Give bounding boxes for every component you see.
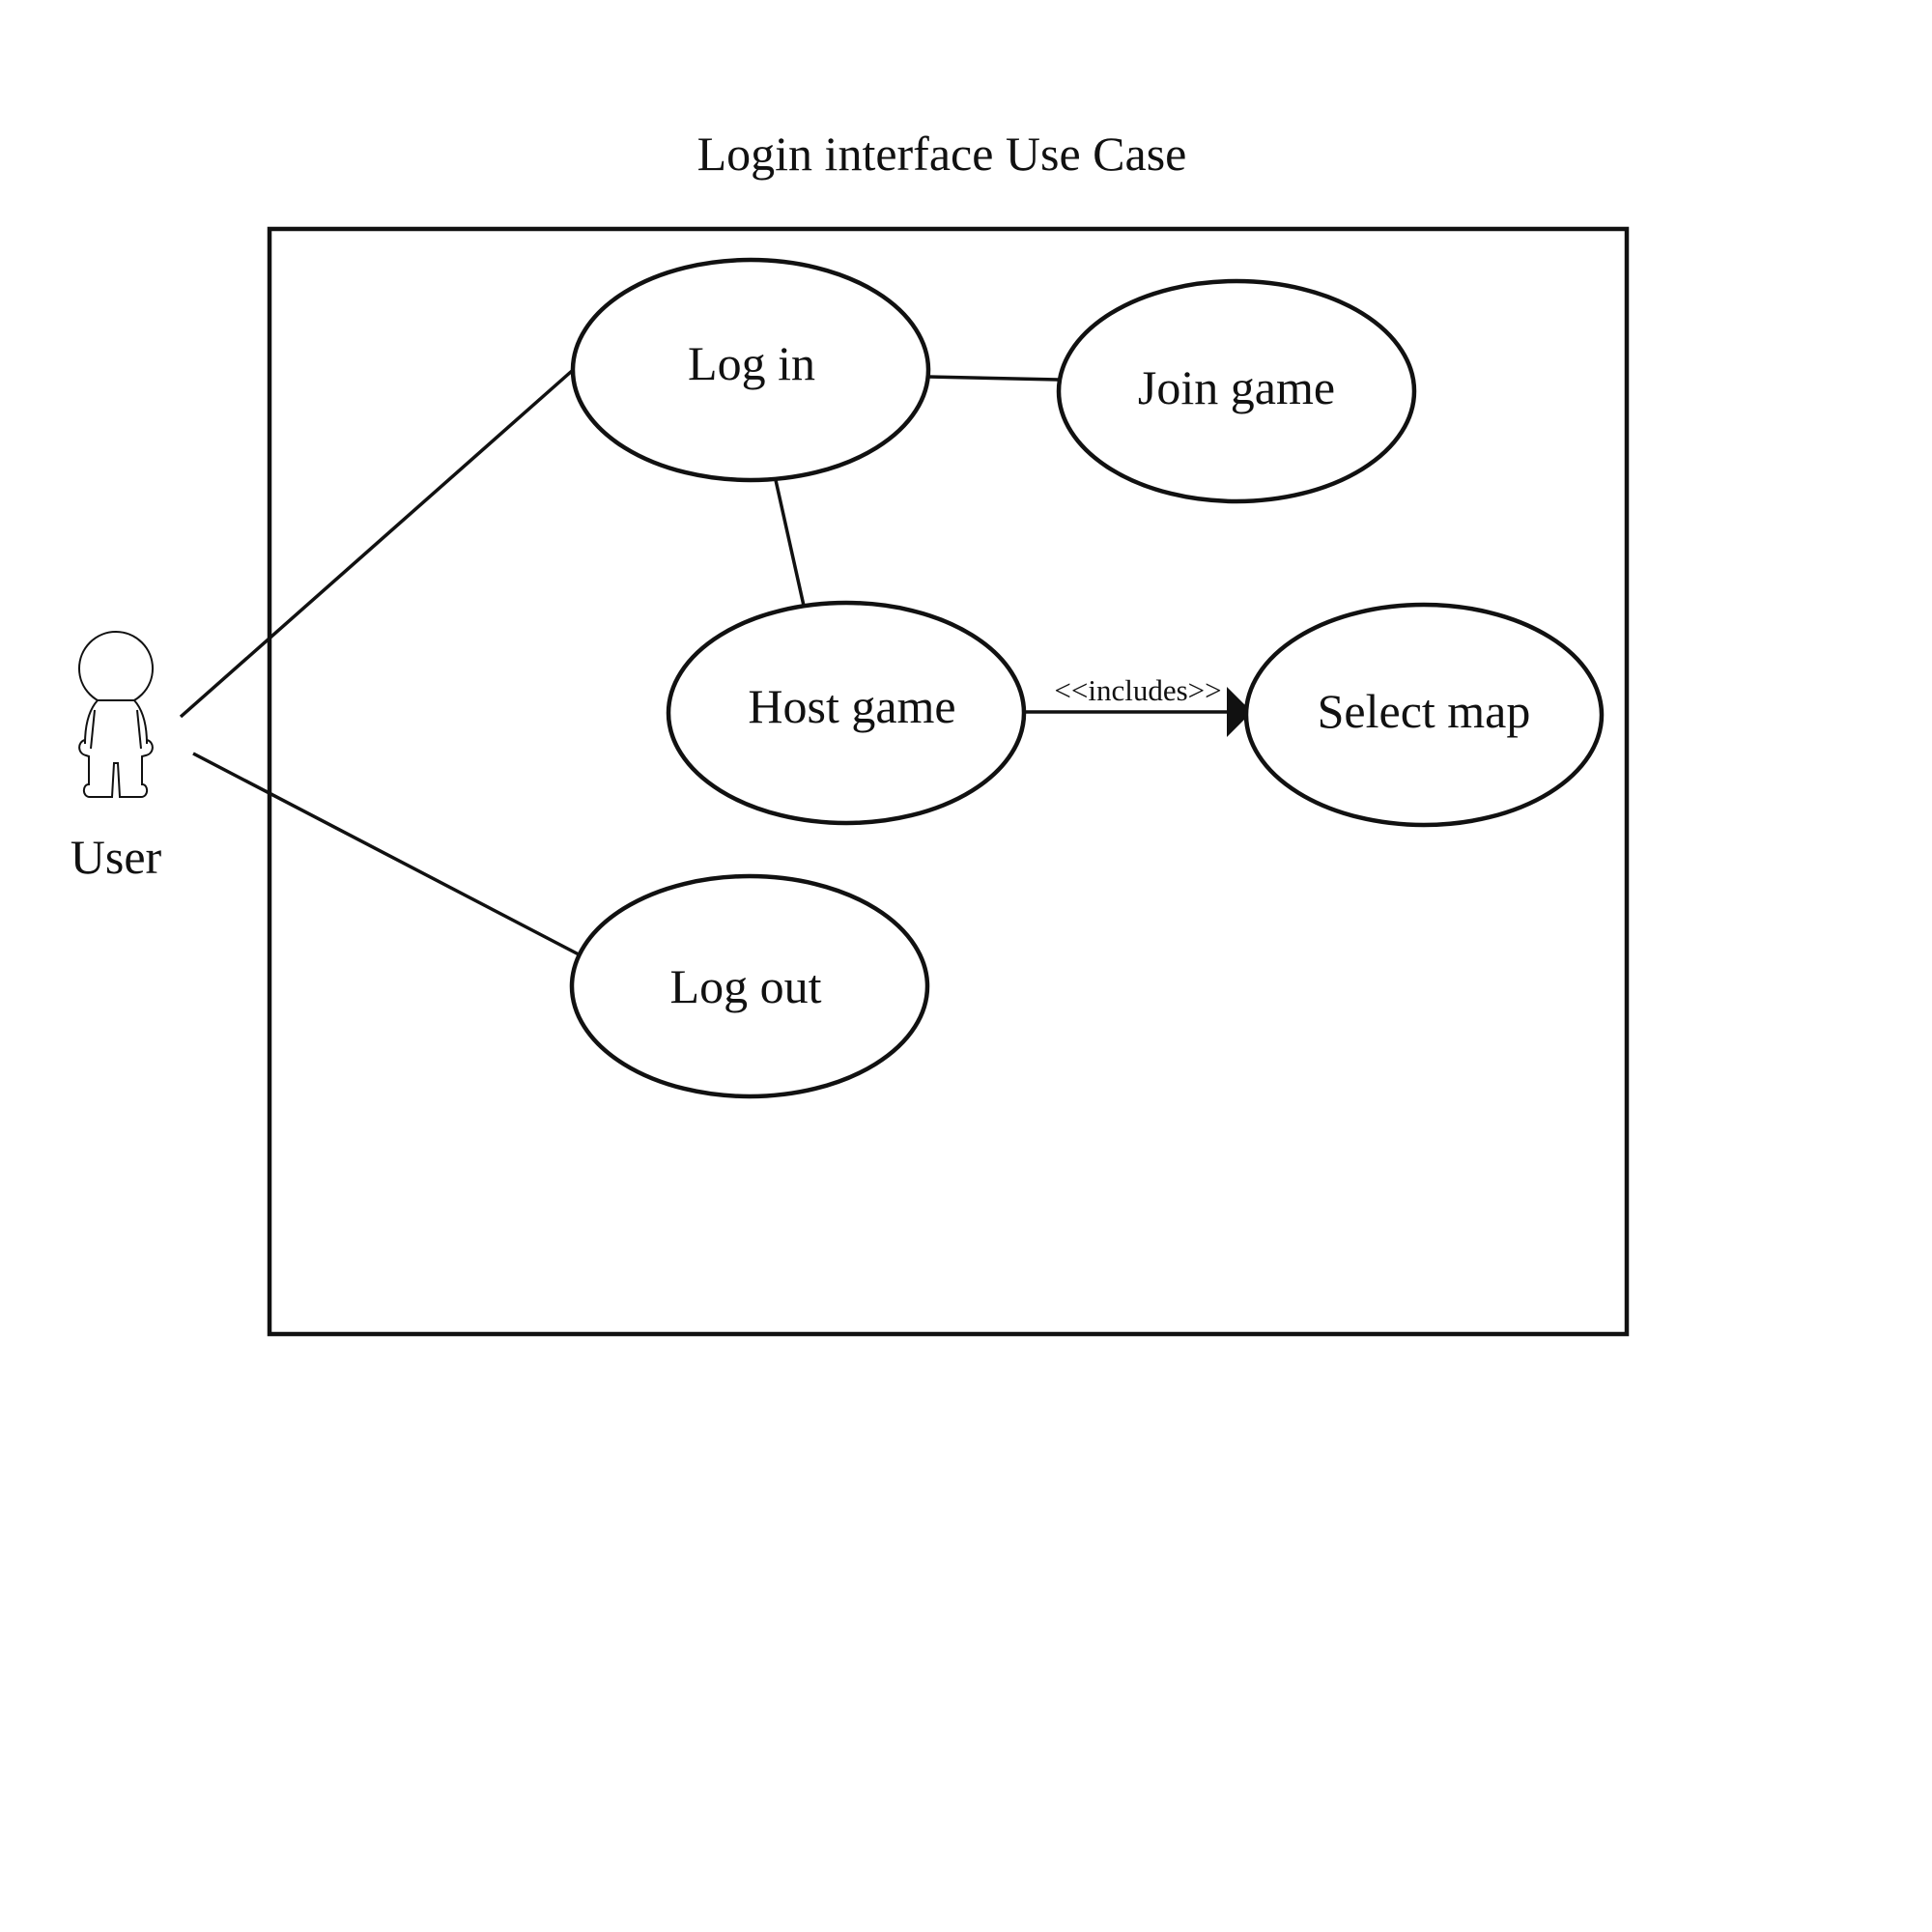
use-case-log-out: Log out <box>569 873 930 1099</box>
select-map-ellipse <box>1243 602 1605 828</box>
system-boundary <box>267 226 1630 1337</box>
host-game-label: Host game <box>748 679 955 733</box>
actor-label: User <box>71 830 162 884</box>
select-map-label: Select map <box>1318 684 1531 738</box>
join-game-ellipse <box>1056 278 1417 504</box>
use-case-host-game: Host game <box>666 600 1027 826</box>
use-case-select-map: Select map <box>1243 602 1605 828</box>
actor-left-arm-line <box>90 709 96 750</box>
use-case-join-game: Join game <box>1056 278 1417 504</box>
association-user-log-in <box>179 369 574 719</box>
association-log-in-host-game <box>774 479 806 607</box>
actor-head <box>78 631 154 706</box>
join-game-label: Join game <box>1138 360 1335 414</box>
actor-right-arm-line <box>136 709 142 750</box>
includes-arrow-head <box>1227 687 1252 737</box>
includes-label: <<includes>> <box>1054 673 1221 707</box>
host-game-ellipse <box>666 600 1027 826</box>
association-log-in-join-game <box>927 375 1060 382</box>
log-in-ellipse <box>570 257 931 483</box>
use-case-log-in: Log in <box>570 257 931 483</box>
actor-body <box>78 699 154 798</box>
diagram-title: Login interface Use Case <box>697 127 1187 181</box>
stick-figure-actor-icon <box>78 631 154 798</box>
association-user-log-out <box>192 752 580 956</box>
log-out-ellipse <box>569 873 930 1099</box>
log-out-label: Log out <box>670 959 822 1013</box>
log-in-label: Log in <box>688 336 815 390</box>
